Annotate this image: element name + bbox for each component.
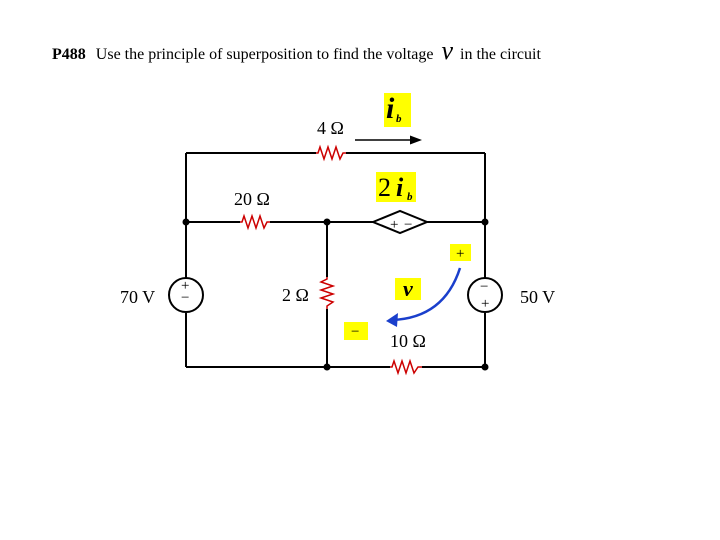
resistor-20-ohm [240, 213, 270, 231]
v-minus-sign: − [351, 324, 359, 340]
dependent-coefficient: 2 [378, 173, 391, 202]
node-middle [323, 218, 331, 226]
resistor-2-ohm [318, 277, 336, 309]
node-right [481, 218, 489, 226]
ib-subscript: b [396, 113, 402, 125]
label-50-volt: 50 V [520, 287, 555, 307]
source-right-minus: − [480, 279, 488, 295]
dependent-source-minus: − [404, 217, 412, 233]
label-10-ohm: 10 Ω [390, 331, 426, 351]
voltage-source-left [168, 277, 204, 313]
node-bottom-right [481, 363, 489, 371]
ib-arrow-head [410, 135, 422, 145]
voltage-label: v [403, 276, 413, 301]
voltage-source-right [467, 277, 503, 313]
dependent-source-highlight [376, 172, 416, 202]
v-minus-box [344, 322, 368, 340]
label-4-ohm: 4 Ω [317, 118, 344, 138]
dependent-ib-symbol: i [396, 173, 404, 202]
problem-statement: P488 Use the principle of superposition … [52, 36, 541, 68]
node-bottom-middle [323, 363, 331, 371]
dependent-voltage-source [370, 209, 430, 235]
node-left [182, 218, 190, 226]
resistor-4-ohm [316, 144, 346, 162]
v-highlight [395, 278, 421, 300]
voltage-variable: v [441, 36, 454, 65]
dependent-ib-subscript: b [407, 191, 413, 203]
source-right-plus: + [481, 296, 489, 312]
dependent-source-plus: + [390, 217, 398, 233]
wires [185, 152, 486, 368]
source-left-plus: + [181, 278, 189, 294]
resistor-10-ohm [390, 358, 422, 376]
problem-text-start: Use the principle of superposition to fi… [95, 46, 434, 63]
voltage-arc-arrowhead [386, 313, 398, 327]
label-20-ohm: 20 Ω [234, 189, 270, 209]
v-plus-sign: + [456, 246, 464, 262]
problem-id: P488 [52, 46, 86, 63]
ib-highlight [384, 93, 411, 127]
label-2-ohm: 2 Ω [282, 285, 309, 305]
source-left-minus: − [181, 290, 189, 306]
problem-text-end: in the circuit [460, 46, 541, 63]
label-70-volt: 70 V [120, 287, 155, 307]
ib-symbol: i [386, 92, 395, 125]
v-plus-box [450, 244, 471, 261]
voltage-arc-arrow [391, 267, 462, 322]
